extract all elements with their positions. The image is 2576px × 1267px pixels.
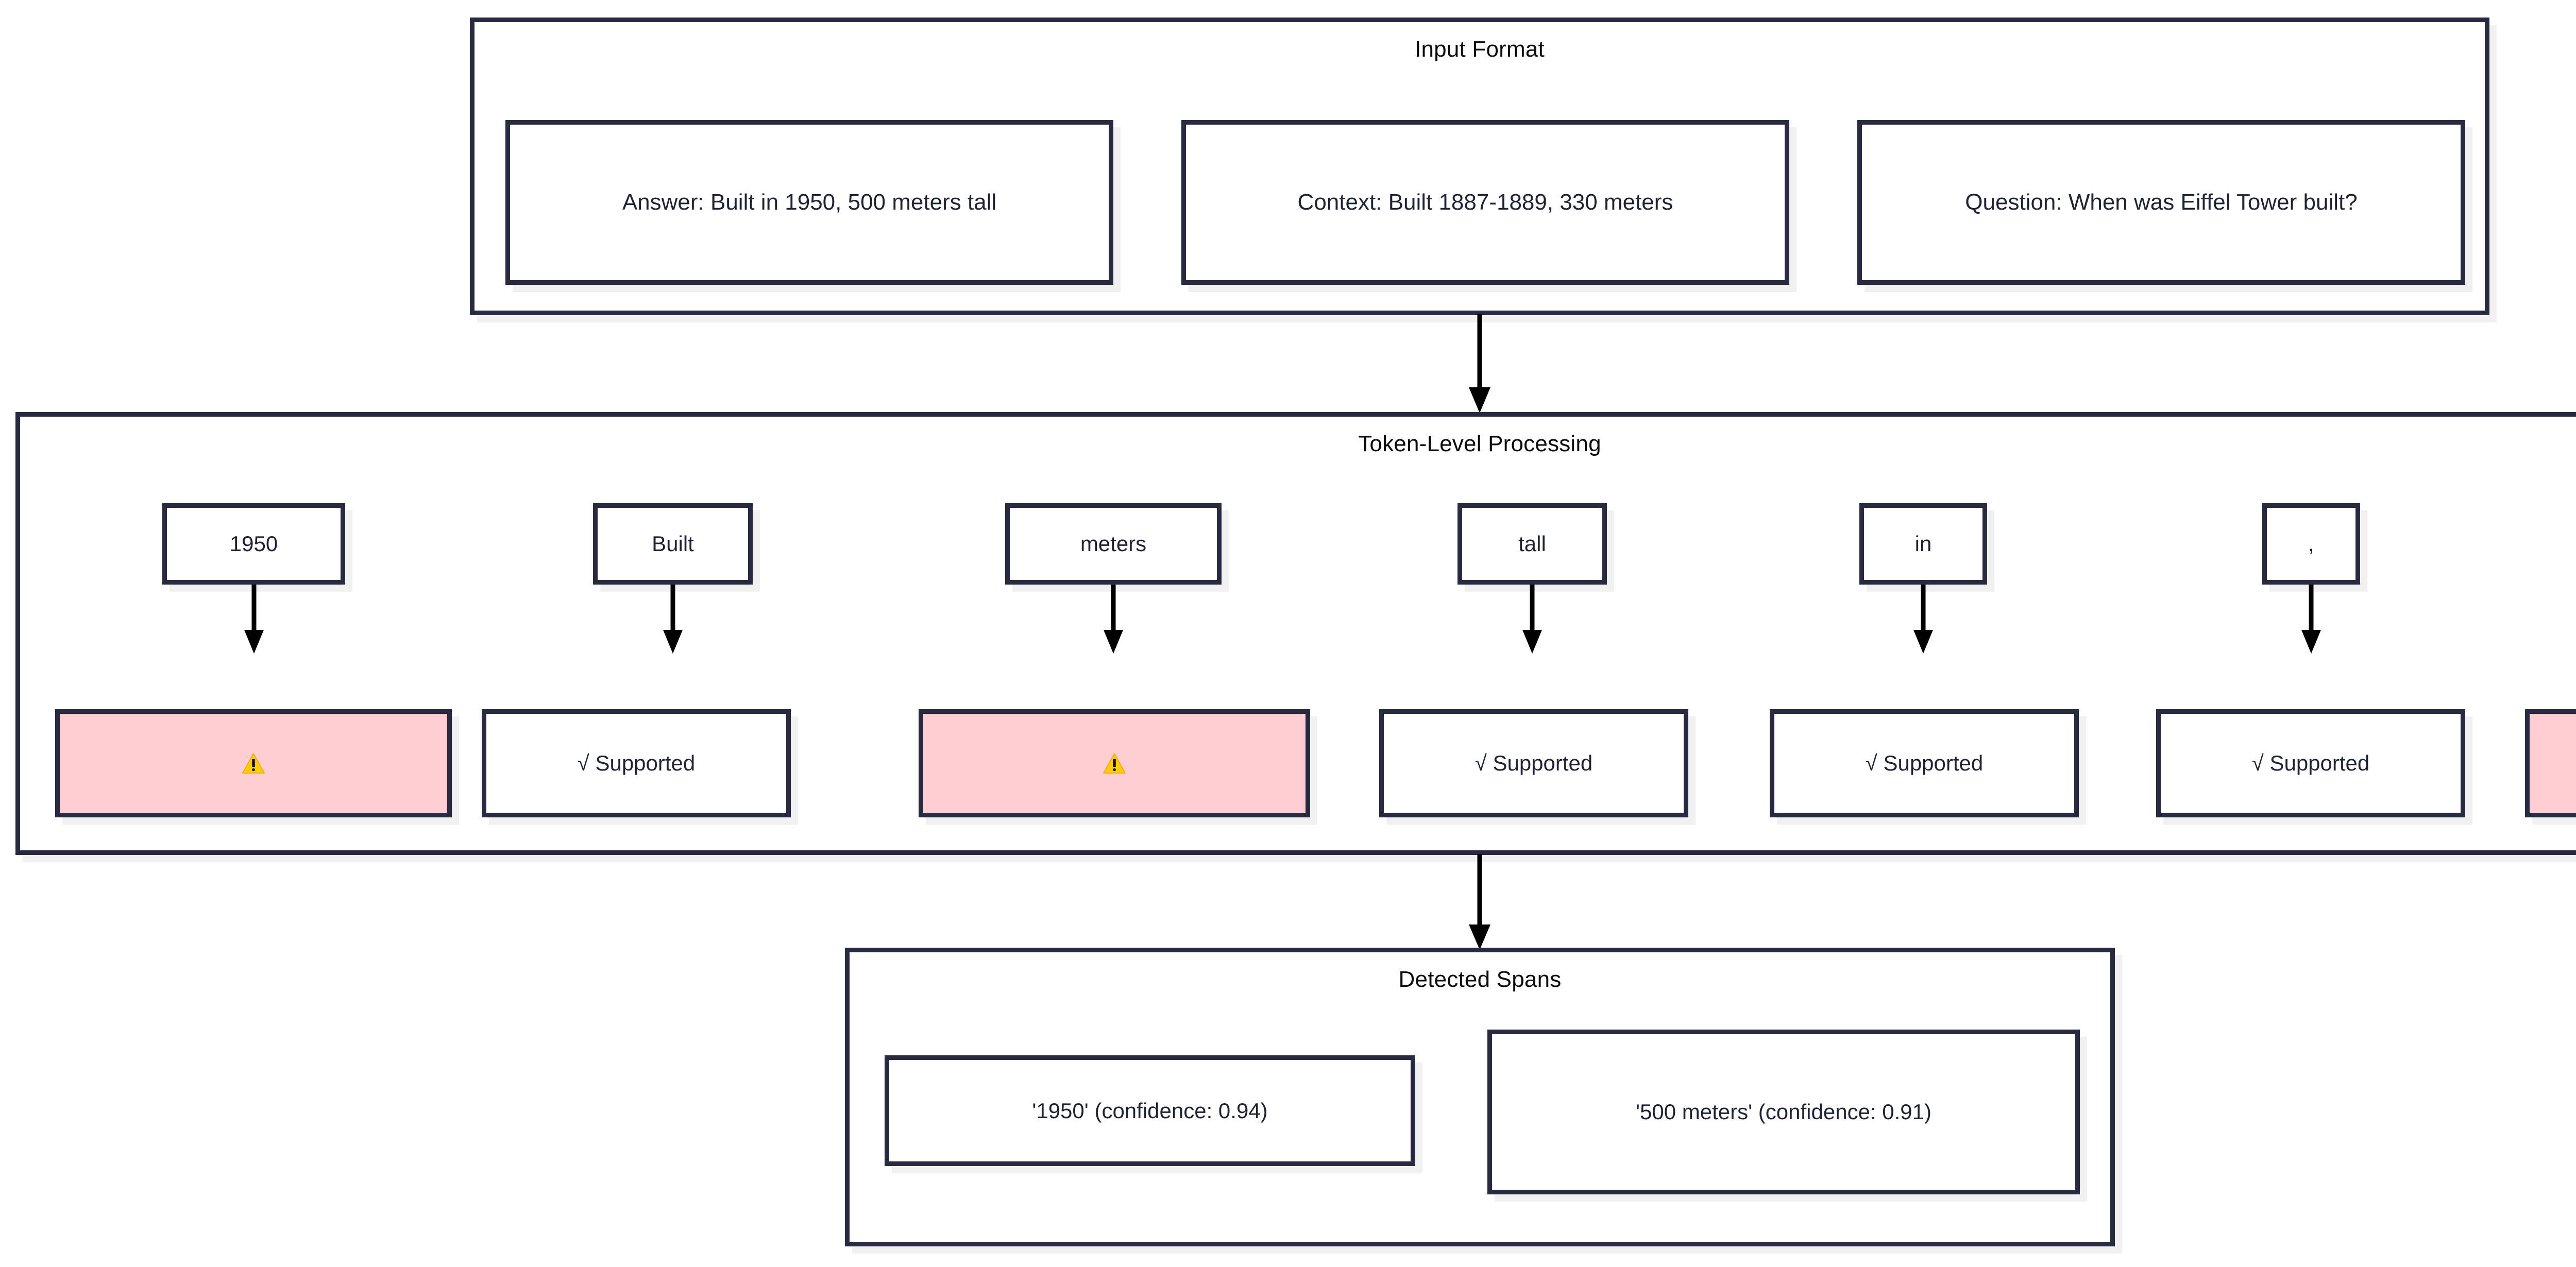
status-box-3[interactable]: √ Supported bbox=[1379, 709, 1688, 817]
span-box-1[interactable]: '500 meters' (confidence: 0.91) bbox=[1487, 1030, 2080, 1194]
connector-token-0 bbox=[242, 585, 266, 656]
input-format-title: Input Format bbox=[1415, 37, 1545, 62]
token-box-2[interactable]: meters bbox=[1005, 503, 1222, 585]
connector-token-3 bbox=[1520, 585, 1545, 656]
check-icon: √ bbox=[577, 750, 589, 775]
input-box-context[interactable]: Context: Built 1887-1889, 330 meters bbox=[1181, 120, 1789, 285]
token-processing-subgraph: Token-Level Processing 1950 Built meters… bbox=[15, 412, 2576, 855]
token-label-0: 1950 bbox=[229, 531, 278, 556]
token-label-4: in bbox=[1914, 531, 1932, 556]
connector-token-5 bbox=[2299, 585, 2324, 656]
token-label-2: meters bbox=[1080, 531, 1147, 556]
check-icon: √ bbox=[1865, 750, 1877, 775]
span-box-0[interactable]: '1950' (confidence: 0.94) bbox=[885, 1055, 1415, 1166]
input-box-question[interactable]: Question: When was Eiffel Tower built? bbox=[1857, 120, 2465, 285]
connector-token-4 bbox=[1911, 585, 1936, 656]
token-box-0[interactable]: 1950 bbox=[162, 503, 345, 585]
status-box-5[interactable]: √ Supported bbox=[2156, 709, 2465, 817]
status-box-1[interactable]: √ Supported bbox=[482, 709, 791, 817]
warning-icon bbox=[242, 752, 265, 774]
status-box-6[interactable] bbox=[2525, 709, 2576, 817]
status-label-4: Supported bbox=[1883, 750, 1984, 775]
connector-token-to-spans bbox=[1467, 854, 1492, 952]
input-box-answer-label: Answer: Built in 1950, 500 meters tall bbox=[622, 189, 997, 215]
token-box-5[interactable]: , bbox=[2262, 503, 2360, 585]
span-label-1: '500 meters' (confidence: 0.91) bbox=[1635, 1100, 1931, 1124]
status-label-5: Supported bbox=[2269, 750, 2370, 775]
input-box-context-label: Context: Built 1887-1889, 330 meters bbox=[1297, 189, 1673, 215]
status-box-4[interactable]: √ Supported bbox=[1770, 709, 2079, 817]
status-box-2[interactable] bbox=[919, 709, 1310, 817]
connector-token-2 bbox=[1101, 585, 1126, 656]
token-label-5: , bbox=[2308, 531, 2314, 556]
span-label-0: '1950' (confidence: 0.94) bbox=[1032, 1098, 1268, 1123]
status-label-3: Supported bbox=[1493, 750, 1593, 775]
input-box-question-label: Question: When was Eiffel Tower built? bbox=[1965, 189, 2358, 215]
warning-icon bbox=[1103, 752, 1126, 774]
detected-spans-subgraph: Detected Spans '1950' (confidence: 0.94)… bbox=[845, 948, 2115, 1246]
token-box-4[interactable]: in bbox=[1859, 503, 1987, 585]
connector-token-1 bbox=[660, 585, 685, 656]
token-label-3: tall bbox=[1518, 531, 1546, 556]
connector-input-to-token bbox=[1467, 314, 1492, 415]
input-format-subgraph: Input Format Answer: Built in 1950, 500 … bbox=[470, 18, 2489, 315]
token-box-3[interactable]: tall bbox=[1458, 503, 1607, 585]
detected-spans-title: Detected Spans bbox=[1398, 967, 1562, 992]
token-label-1: Built bbox=[652, 531, 694, 556]
status-box-0[interactable] bbox=[55, 709, 452, 817]
input-box-answer[interactable]: Answer: Built in 1950, 500 meters tall bbox=[505, 120, 1113, 285]
check-icon: √ bbox=[1475, 750, 1487, 775]
check-icon: √ bbox=[2251, 750, 2264, 775]
status-label-1: Supported bbox=[595, 750, 696, 775]
token-processing-title: Token-Level Processing bbox=[1358, 431, 1601, 456]
token-box-1[interactable]: Built bbox=[593, 503, 753, 585]
